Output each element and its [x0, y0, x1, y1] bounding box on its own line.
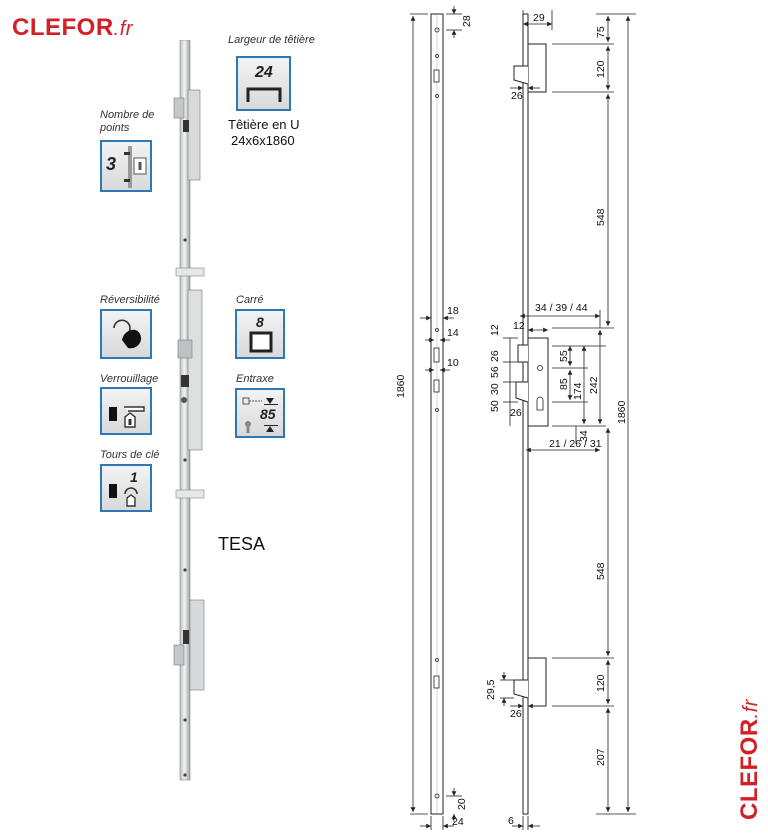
dim-front-bottom: 20 [456, 798, 468, 810]
carre-value: 8 [256, 314, 264, 330]
dim-side-55: 55 [558, 350, 570, 362]
reversible-handle-icon [113, 319, 142, 349]
points-icon: 3 [100, 140, 152, 192]
center-distance-icon [242, 397, 278, 433]
dim-side-50: 50 [489, 400, 501, 412]
dim-side-backset: 34 / 39 / 44 [535, 302, 588, 314]
square-spindle-icon [249, 331, 273, 353]
dim-side-26-mid: 26 [510, 407, 522, 419]
largeur-value: 24 [255, 64, 273, 81]
entraxe-icon: 85 [235, 388, 285, 438]
locking-handle-icon [109, 406, 145, 428]
dim-side-207: 207 [595, 748, 607, 766]
tours-icon: 1 [100, 464, 152, 512]
entraxe-value: 85 [260, 406, 276, 422]
dim-side-26-bottom: 26 [510, 708, 522, 720]
dim-front-total: 1860 [395, 374, 407, 398]
tetiere-line1: Têtière en U [228, 117, 300, 132]
dim-side-26: 26 [489, 350, 501, 362]
product-brand: TESA [218, 534, 266, 554]
lock-points-icon [124, 146, 147, 188]
dim-side-12b: 12 [513, 320, 525, 332]
dim-side-34: 34 [578, 430, 590, 442]
dim-side-top-width: 29 [533, 12, 545, 24]
largeur-caption: Largeur de têtière [228, 34, 315, 46]
dim-front-14: 14 [447, 327, 459, 339]
carre-caption: Carré [236, 294, 264, 306]
dim-front-10: 10 [447, 357, 459, 369]
dim-side-29-5: 29,5 [485, 679, 497, 700]
dim-side-21: 21 / 26 / 31 [549, 438, 602, 450]
dim-side-548-bottom: 548 [595, 562, 607, 580]
dim-side-174: 174 [572, 382, 584, 400]
dim-side-120-bottom: 120 [595, 674, 607, 692]
dim-side-242: 242 [588, 376, 600, 394]
dim-front-width: 24 [452, 816, 464, 828]
dim-side-6: 6 [508, 815, 514, 827]
verrouillage-icon [100, 387, 152, 435]
dim-side-12a: 12 [489, 324, 501, 336]
side-profile [513, 13, 549, 815]
largeur-icon: 24 [236, 56, 291, 111]
brand-side-name: CLEFOR [736, 718, 763, 820]
dim-side-56: 56 [489, 366, 501, 378]
dim-front-18: 18 [447, 305, 459, 317]
brand-side-suffix: .fr [740, 699, 762, 719]
verrouillage-caption: Verrouillage [100, 373, 159, 385]
dim-side-26-top: 26 [511, 90, 523, 102]
reversibilite-caption: Réversibilité [100, 294, 160, 306]
tours-caption: Tours de clé [100, 449, 160, 461]
points-caption-2: points [100, 122, 130, 134]
points-caption-1: Nombre de [100, 109, 155, 121]
key-turn-icon [109, 484, 138, 507]
dim-side-30: 30 [489, 383, 501, 395]
entraxe-caption: Entraxe [236, 373, 274, 385]
dim-side-1860: 1860 [616, 400, 628, 424]
reversibilite-icon [100, 309, 152, 359]
u-profile-icon [246, 87, 282, 102]
dim-side-75: 75 [595, 26, 607, 38]
front-faceplate [430, 13, 444, 815]
dim-side-120-top: 120 [595, 60, 607, 78]
points-value: 3 [106, 154, 117, 174]
dim-side-548-top: 548 [595, 208, 607, 226]
tours-value: 1 [130, 469, 138, 485]
tetiere-line2: 24x6x1860 [231, 133, 295, 148]
dim-side-85: 85 [558, 378, 570, 390]
lock-photo [173, 40, 205, 781]
brand-suffix: .fr [113, 18, 133, 40]
brand-logo-top: CLEFOR.fr [12, 14, 133, 42]
dim-front-top: 28 [461, 15, 473, 27]
carre-icon: 8 [235, 309, 285, 359]
brand-name: CLEFOR [12, 14, 114, 41]
brand-logo-side: CLEFOR.fr [736, 699, 764, 820]
